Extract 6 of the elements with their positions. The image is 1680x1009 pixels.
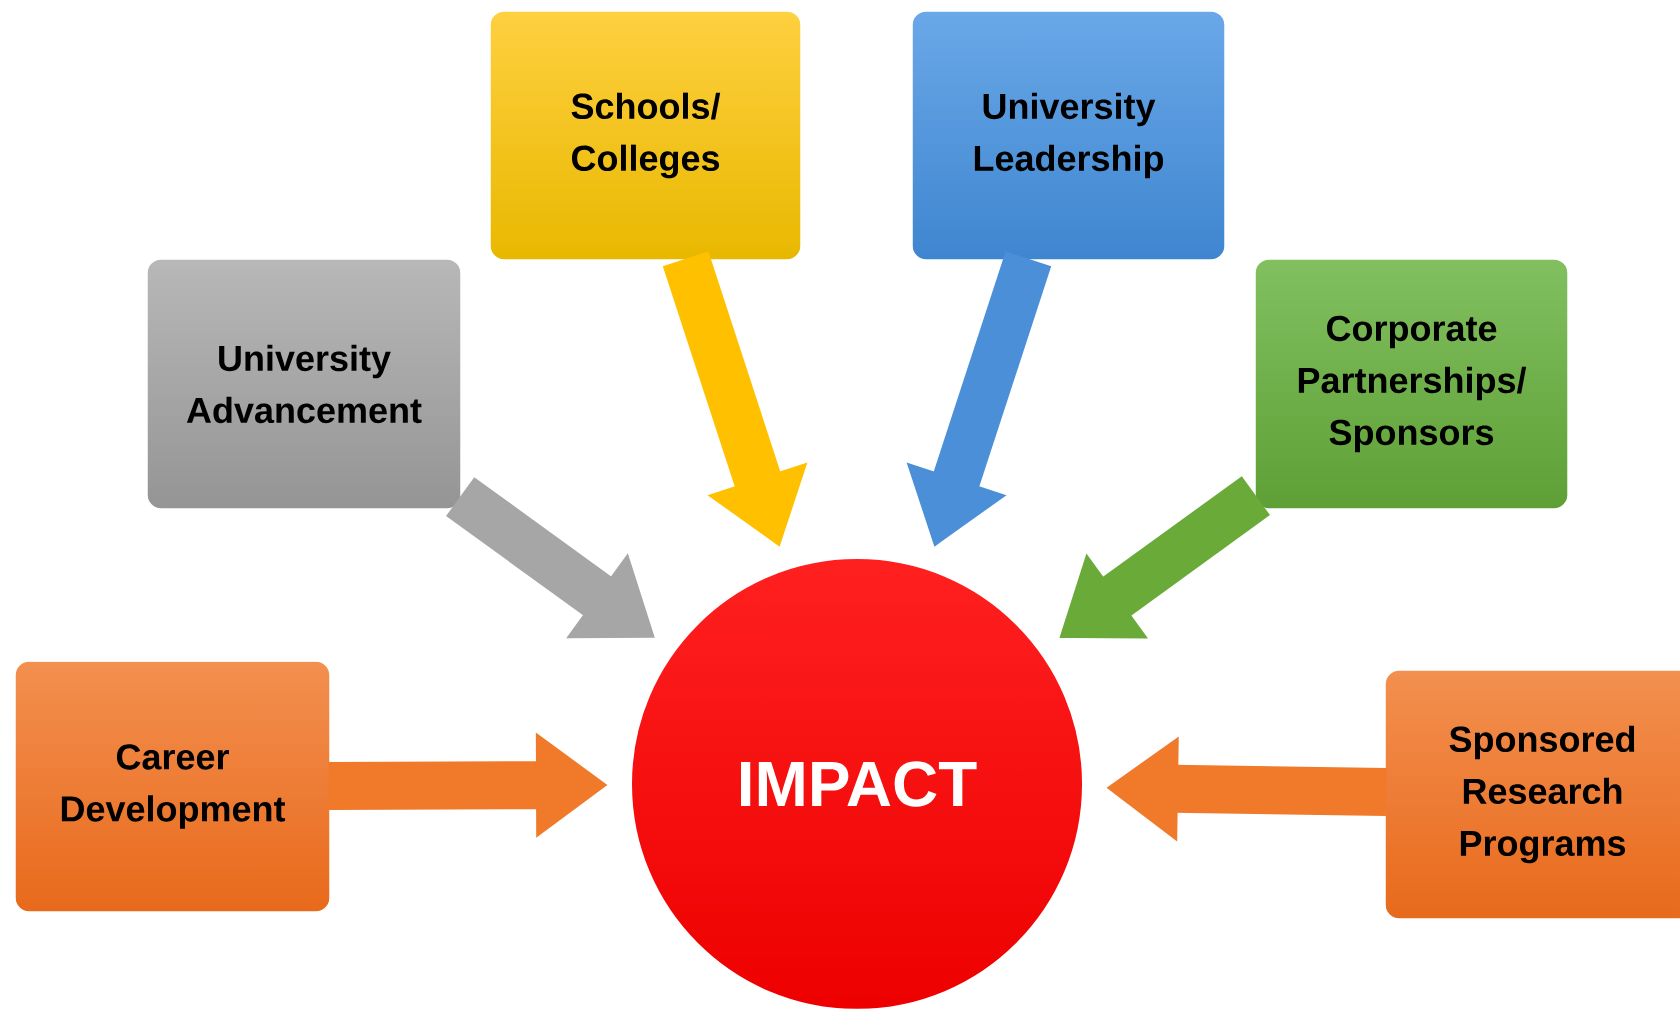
- category-box: Sponsored Research Programs: [1384, 669, 1680, 920]
- category-box: University Advancement: [146, 258, 462, 510]
- category-box: Career Development: [14, 660, 331, 913]
- category-box: Corporate Partnerships/ Sponsors: [1254, 258, 1569, 510]
- category-box: Schools/ Colleges: [489, 10, 802, 261]
- category-box: University Leadership: [911, 10, 1226, 261]
